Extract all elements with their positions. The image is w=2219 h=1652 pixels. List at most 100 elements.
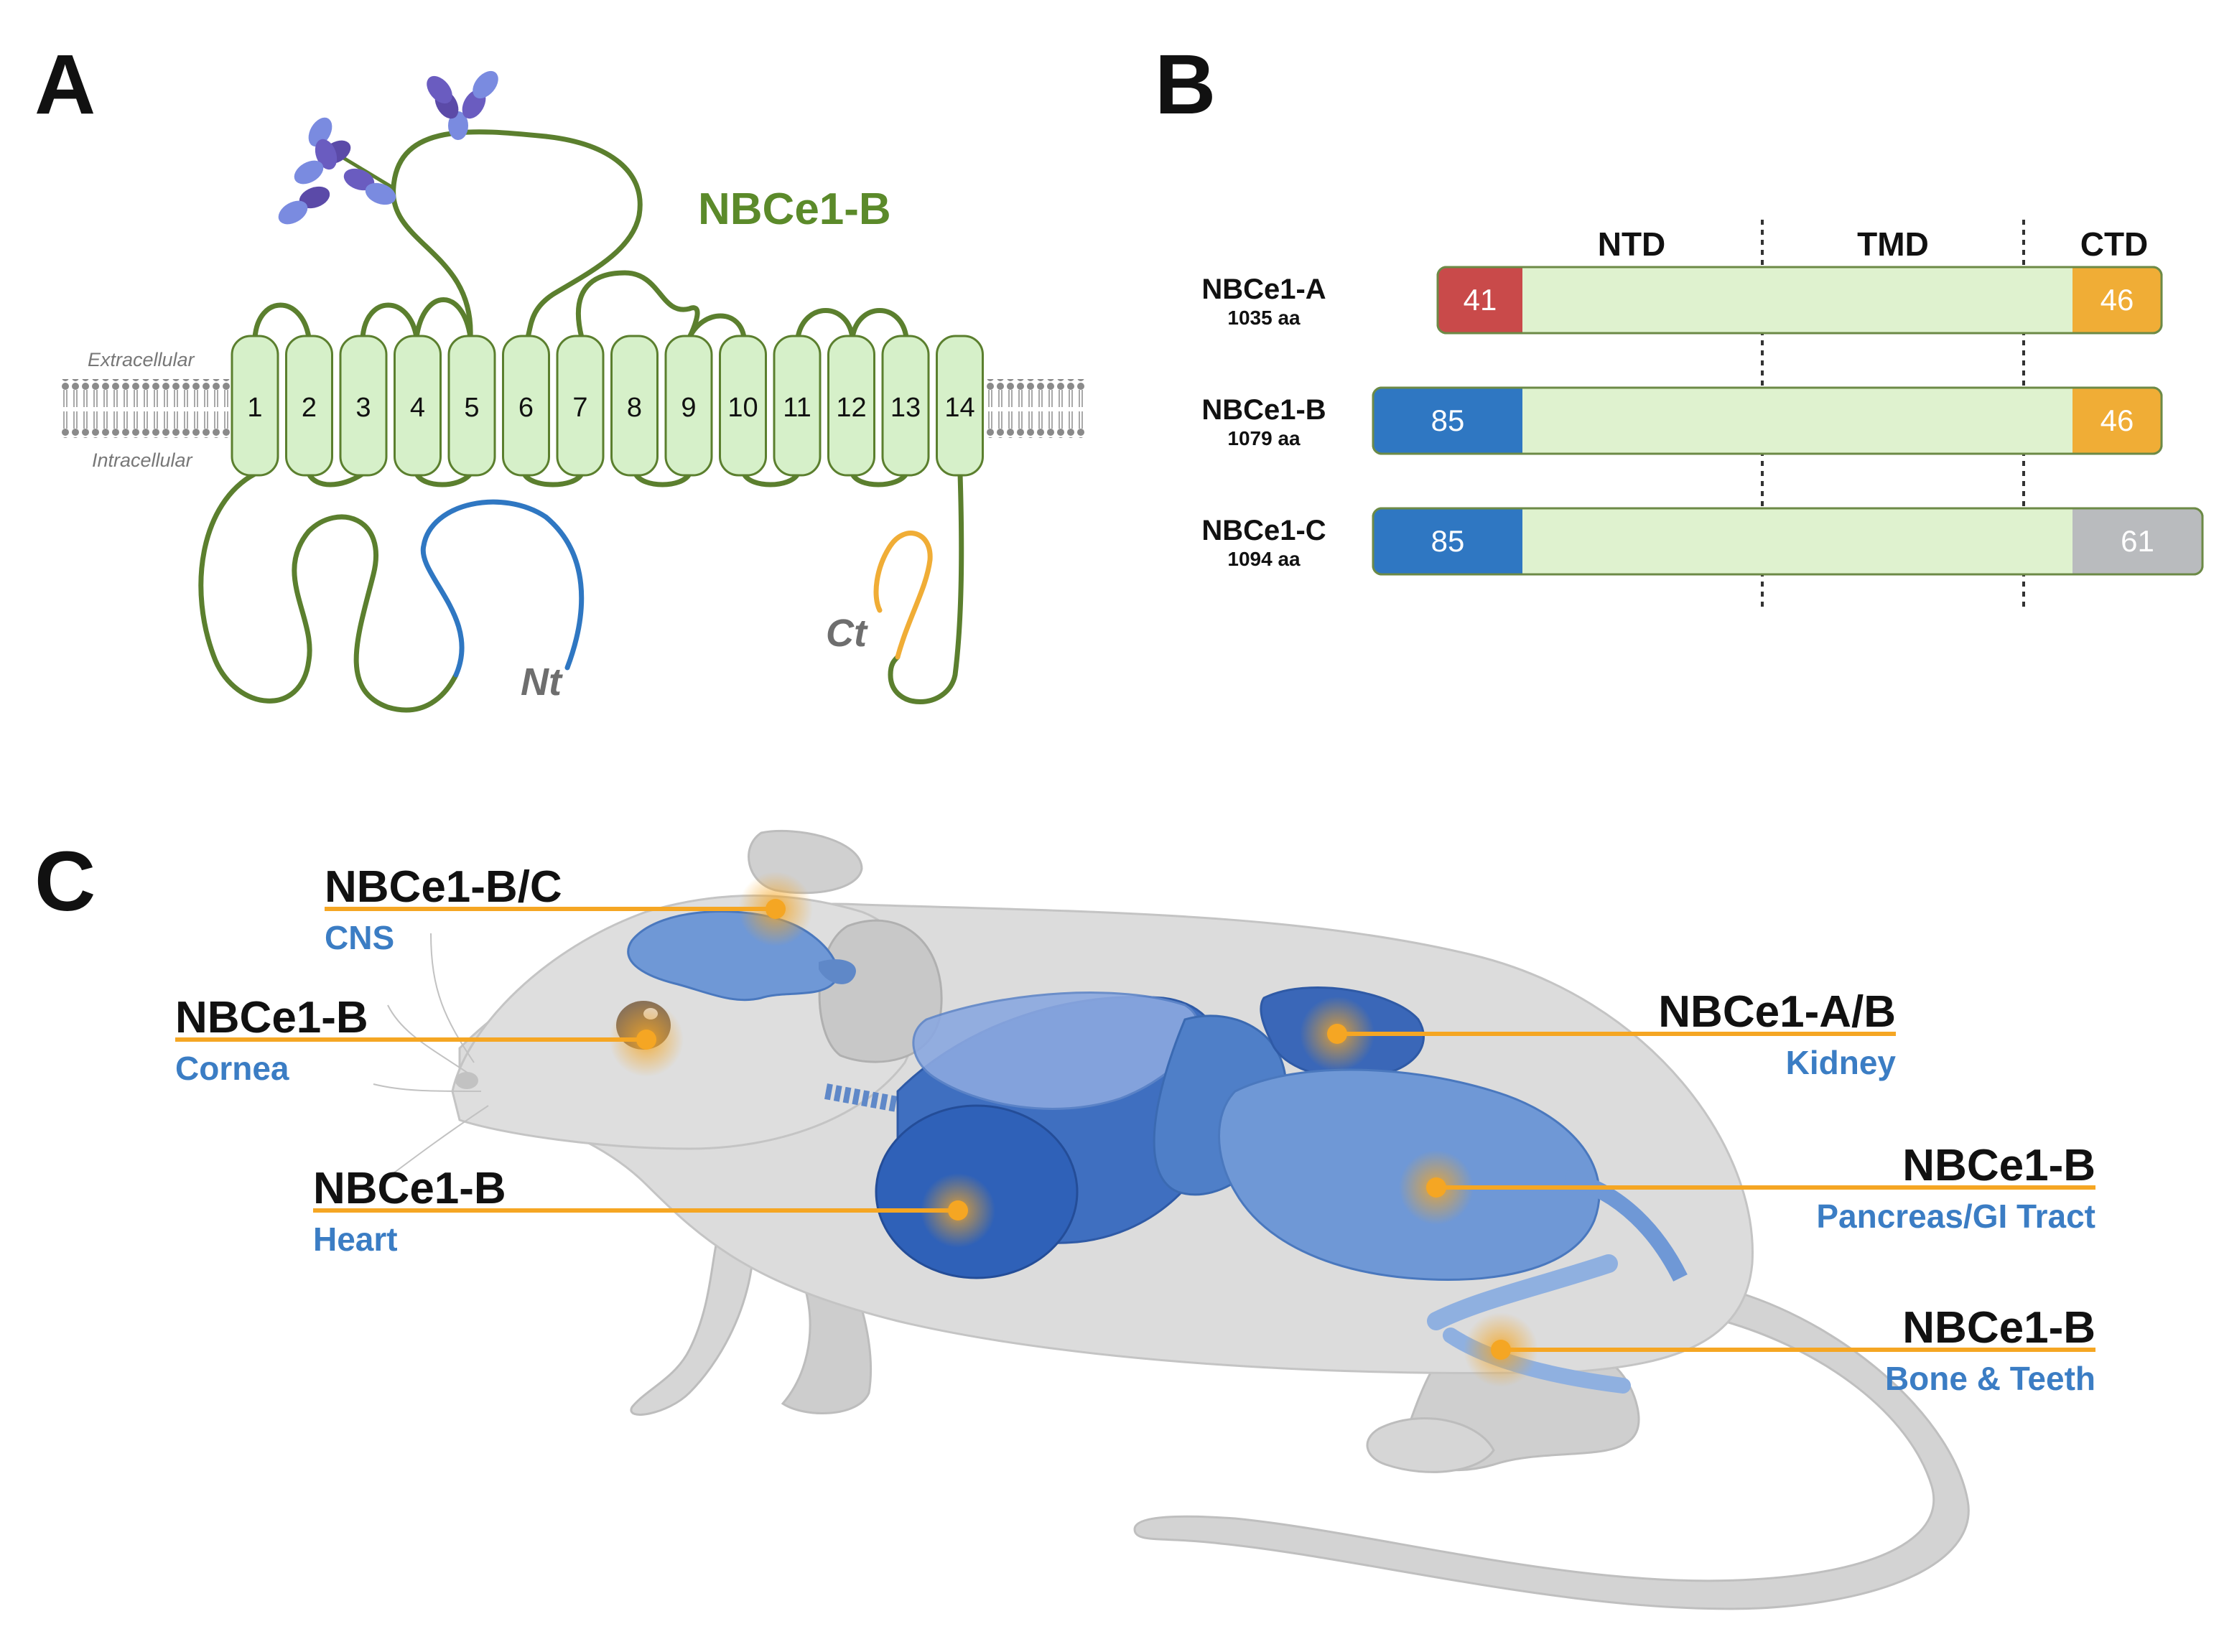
- callout-tissue: CNS: [325, 919, 394, 956]
- intracellular-loops: [198, 471, 964, 713]
- callout-tissue: Heart: [313, 1221, 398, 1258]
- variant-name: NBCe1-C: [1201, 515, 1326, 546]
- ct-value: 46: [2101, 283, 2134, 317]
- ct-value: 61: [2121, 524, 2154, 558]
- glycan-tree-left: [278, 117, 396, 225]
- liver-organ: [912, 991, 1199, 1110]
- helix-3: 3: [339, 335, 388, 477]
- callout-kidney: NBCe1-A/B Kidney: [1300, 987, 1896, 1081]
- colon-organ: [1563, 1170, 1688, 1282]
- callout-cns: NBCe1-B/C CNS: [325, 862, 813, 956]
- helix-number: 1: [247, 393, 262, 423]
- callout-isoform: NBCe1-B: [1902, 1303, 2095, 1353]
- callout-tissue: Kidney: [1786, 1044, 1897, 1081]
- mouse-illustration: [373, 830, 1970, 1610]
- helix-body: [447, 335, 496, 477]
- mouse-tail: [1133, 1291, 1970, 1610]
- nt-domain-edge: [1508, 267, 1522, 333]
- helix-5: 5: [447, 335, 496, 477]
- domain-header-tmd: TMD: [1857, 225, 1929, 263]
- ct-value: 46: [2101, 403, 2134, 437]
- variant-name: NBCe1-A: [1201, 274, 1326, 305]
- helix-body: [881, 335, 930, 477]
- helix-number: 4: [410, 393, 425, 423]
- panel-c: C: [34, 830, 2095, 1610]
- ct-domain-segment: [2073, 388, 2162, 454]
- lipid-bilayer-left: [60, 379, 240, 438]
- variant-length: 1094 aa: [1227, 548, 1301, 570]
- helix-number: 5: [464, 393, 479, 423]
- callout-tissue: Bone & Teeth: [1885, 1360, 2095, 1397]
- variant-length: 1035 aa: [1227, 307, 1301, 329]
- tissue-callouts: NBCe1-B/CCNSNBCe1-BCorneaNBCe1-BHeartNBC…: [175, 862, 2095, 1397]
- panel-b-letter: B: [1155, 37, 1216, 132]
- callout-isoform: NBCe1-A/B: [1658, 987, 1896, 1037]
- helix-body: [936, 335, 984, 477]
- helix-number: 8: [627, 393, 642, 423]
- callout-tissue: Pancreas/GI Tract: [1816, 1198, 2095, 1235]
- ct-domain-segment: [2073, 508, 2202, 574]
- helix-number: 7: [572, 393, 587, 423]
- helix-body: [502, 335, 550, 477]
- variant-length: 1079 aa: [1227, 427, 1301, 449]
- helix-12: 12: [827, 335, 875, 477]
- helix-body: [719, 335, 767, 477]
- ct-domain-edge: [2073, 267, 2087, 333]
- helix-body: [339, 335, 388, 477]
- domain-header-ctd: CTD: [2080, 225, 2149, 263]
- helix-number: 11: [783, 393, 811, 423]
- intracellular-label: Intracellular: [92, 449, 193, 471]
- brainstem-organ: [819, 959, 856, 984]
- helix-body: [231, 335, 279, 477]
- helix-6: 6: [502, 335, 550, 477]
- panel-a: A Extracellular Intracellular: [34, 37, 1086, 713]
- nt-domain-edge: [1508, 508, 1522, 574]
- variant-bar-outline: [1436, 266, 2163, 335]
- helix-2: 2: [285, 335, 333, 477]
- helix-body: [556, 335, 605, 477]
- variant-bar-outline: [1372, 386, 2163, 455]
- callout-bone-teeth: NBCe1-B Bone & Teeth: [1464, 1303, 2095, 1397]
- helix-number: 9: [681, 393, 696, 423]
- callout-isoform: NBCe1-B/C: [325, 862, 562, 912]
- helix-14: 14: [936, 335, 984, 477]
- callout-pancreas-gi-tract: NBCe1-B Pancreas/GI Tract: [1399, 1141, 2095, 1235]
- helix-7: 7: [556, 335, 605, 477]
- callout-isoform: NBCe1-B: [175, 993, 368, 1042]
- protein-label: NBCe1-B: [698, 185, 891, 234]
- helix-number: 2: [302, 393, 317, 423]
- femur-bone: [1427, 1254, 1618, 1330]
- nt-domain-segment: [1373, 388, 1522, 454]
- nt-domain-segment: [1373, 508, 1522, 574]
- nt-value: 85: [1431, 524, 1465, 558]
- helix-number: 12: [836, 393, 866, 423]
- extracellular-label: Extracellular: [88, 349, 195, 370]
- helix-1: 1: [231, 335, 279, 477]
- variant-bar: [1436, 266, 2163, 335]
- helix-9: 9: [664, 335, 713, 477]
- mouse-nose: [455, 1072, 478, 1089]
- helix-body: [664, 335, 713, 477]
- nt-value: 85: [1431, 403, 1465, 437]
- callout-isoform: NBCe1-B: [1902, 1141, 2095, 1190]
- spine-stub: [824, 1083, 906, 1114]
- domain-header-ntd: NTD: [1598, 225, 1666, 263]
- variant-name: NBCe1-B: [1201, 394, 1326, 426]
- n-terminus-segment: [420, 499, 585, 678]
- nt-domain-segment: [1438, 267, 1522, 333]
- helix-body: [773, 335, 822, 477]
- helix-13: 13: [881, 335, 930, 477]
- ct-domain-edge: [2073, 508, 2087, 574]
- variant-bar-outline: [1372, 507, 2204, 576]
- nt-label: Nt: [521, 661, 563, 704]
- helix-number: 3: [355, 393, 371, 423]
- glycan-tree-right: [427, 70, 498, 140]
- ct-domain-segment: [2073, 267, 2162, 333]
